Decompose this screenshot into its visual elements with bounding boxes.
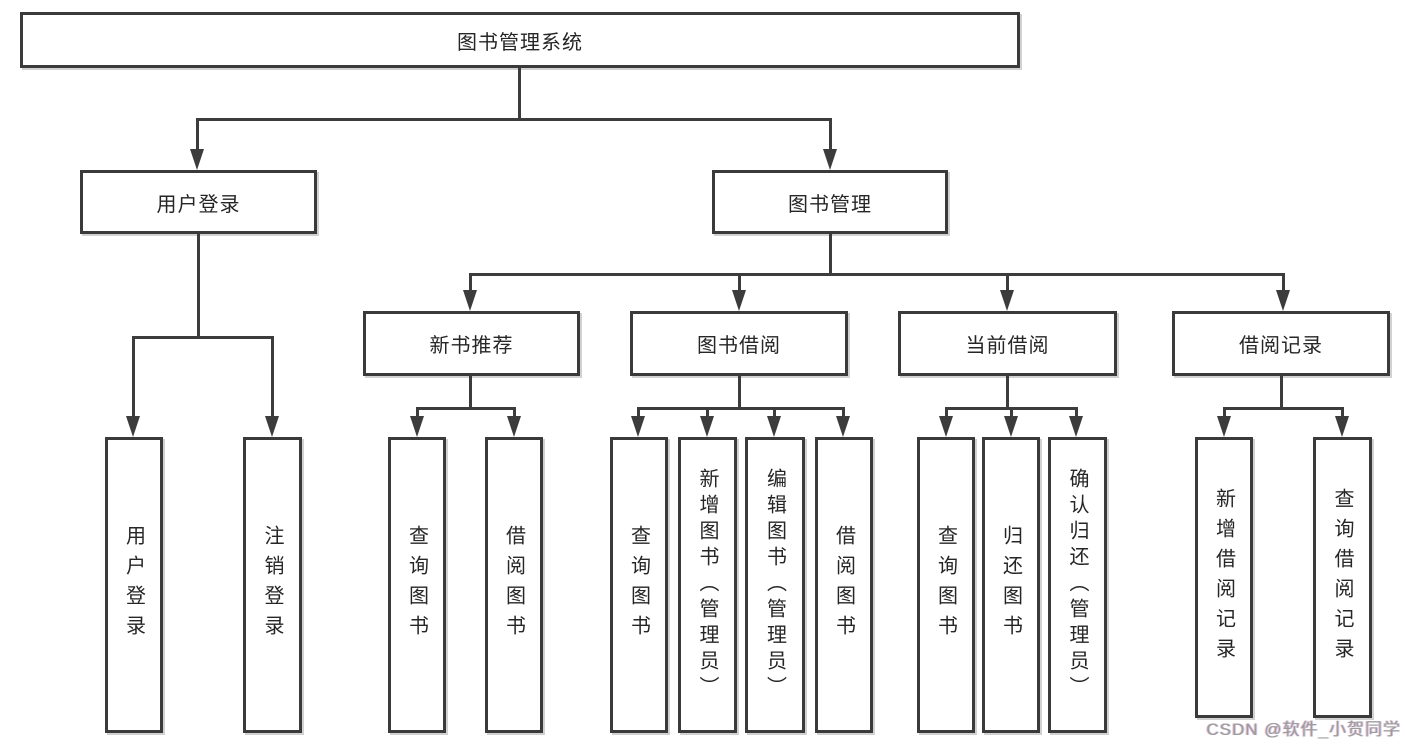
node-system-root: 图书管理系统 — [20, 12, 1020, 68]
node-bb-add: 新增图书（管理员） — [678, 437, 737, 733]
arrow-down-icon — [700, 416, 714, 437]
connector-to-nb-query — [416, 407, 419, 419]
connector-to-bb-borrow — [842, 407, 845, 419]
connector-to-user-login — [196, 118, 199, 152]
node-nb-borrow: 借阅图书 — [485, 437, 543, 733]
node-cb-confirm: 确认归还（管理员） — [1048, 437, 1107, 733]
connector-borrow-records-bus — [1223, 407, 1343, 410]
connector-root-bus — [197, 118, 832, 121]
arrow-down-icon — [1069, 416, 1083, 437]
arrow-down-icon — [836, 416, 850, 437]
arrow-down-icon — [265, 416, 279, 437]
arrow-down-icon — [1004, 416, 1018, 437]
arrow-down-icon — [1217, 416, 1231, 437]
connector-new-books-stem — [469, 376, 472, 407]
connector-to-cb-query — [945, 407, 948, 419]
node-br-add: 新增借阅记录 — [1195, 437, 1253, 718]
connector-user-login-bus — [132, 336, 274, 339]
connector-to-borrow-records — [1282, 273, 1285, 293]
connector-book-mgmt-stem — [829, 234, 832, 273]
connector-to-br-query — [1341, 407, 1344, 419]
node-new-books: 新书推荐 — [363, 311, 580, 376]
connector-to-current-borrow — [1006, 273, 1009, 293]
connector-book-borrow-stem — [738, 376, 741, 407]
arrow-down-icon — [463, 290, 477, 311]
connector-to-cb-return — [1010, 407, 1013, 419]
connector-to-new-books — [469, 273, 472, 293]
node-current-borrow: 当前借阅 — [898, 311, 1117, 376]
connector-borrow-records-stem — [1280, 376, 1283, 407]
node-book-borrow: 图书借阅 — [630, 311, 848, 376]
node-logout-action: 注销登录 — [243, 437, 302, 733]
connector-root-stem — [518, 68, 521, 118]
arrow-down-icon — [1276, 290, 1290, 311]
node-br-query: 查询借阅记录 — [1313, 437, 1372, 718]
connector-to-cb-confirm — [1075, 407, 1078, 419]
connector-current-borrow-stem — [1006, 376, 1009, 407]
connector-book-borrow-bus — [637, 407, 845, 410]
arrow-down-icon — [939, 416, 953, 437]
connector-new-books-bus — [416, 407, 516, 410]
arrow-down-icon — [507, 416, 521, 437]
arrow-down-icon — [126, 416, 140, 437]
node-cb-query: 查询图书 — [917, 437, 975, 733]
connector-to-login-action — [132, 336, 135, 418]
arrow-down-icon — [631, 416, 645, 437]
connector-book-mgmt-bus — [469, 273, 1285, 276]
connector-to-book-borrow — [738, 273, 741, 293]
node-bb-query: 查询图书 — [610, 437, 668, 733]
connector-to-nb-borrow — [513, 407, 516, 419]
node-bb-borrow: 借阅图书 — [815, 437, 873, 733]
arrow-down-icon — [732, 290, 746, 311]
connector-to-bb-add — [706, 407, 709, 419]
node-borrow-records: 借阅记录 — [1172, 311, 1390, 376]
csdn-watermark: CSDN @软件_小贺同学 — [1206, 720, 1401, 739]
arrow-down-icon — [1000, 290, 1014, 311]
connector-to-book-mgmt — [829, 118, 832, 152]
arrow-down-icon — [767, 416, 781, 437]
node-nb-query: 查询图书 — [388, 437, 446, 733]
node-user-login: 用户登录 — [80, 170, 317, 234]
arrow-down-icon — [1335, 416, 1349, 437]
connector-user-login-stem — [197, 234, 200, 336]
connector-to-bb-edit — [773, 407, 776, 419]
connector-to-br-add — [1223, 407, 1226, 419]
connector-to-bb-query — [637, 407, 640, 419]
node-user-login-action: 用户登录 — [105, 437, 163, 733]
connector-to-logout-action — [271, 336, 274, 418]
node-bb-edit: 编辑图书（管理员） — [745, 437, 805, 733]
arrow-down-icon — [410, 416, 424, 437]
arrow-down-icon — [823, 149, 837, 170]
node-cb-return: 归还图书 — [982, 437, 1040, 733]
node-book-mgmt: 图书管理 — [712, 170, 948, 234]
arrow-down-icon — [190, 149, 204, 170]
